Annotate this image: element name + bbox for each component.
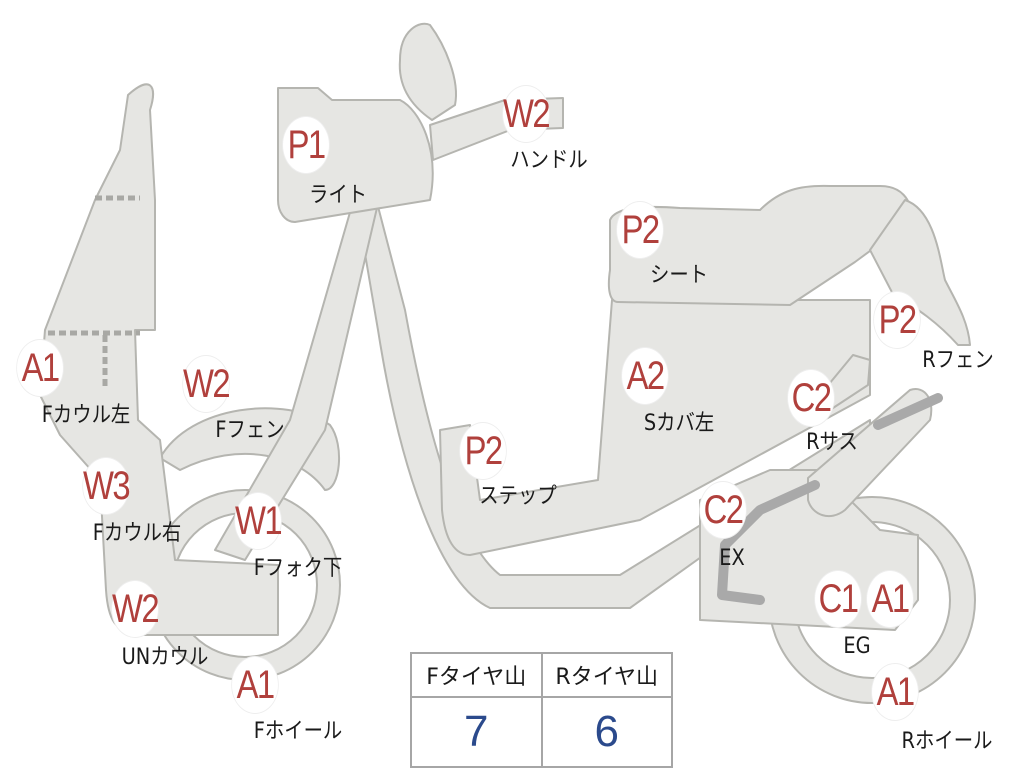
f-wheel-grade: A1 (232, 657, 278, 713)
r-suspension-grade: C2 (788, 370, 834, 426)
rear-tread-value: 6 (542, 697, 673, 767)
engine-grade-1: C1 (815, 571, 861, 627)
f-fork-lower-label: Fフォク下 (254, 558, 343, 580)
engine-grade-2: A1 (867, 571, 913, 627)
light-label: ライト (309, 185, 367, 207)
f-cowl-right-grade: W3 (83, 458, 129, 514)
f-fender-grade: W2 (183, 356, 229, 412)
f-fork-lower-grade: W1 (235, 493, 281, 549)
exhaust-label: EX (719, 548, 745, 570)
front-tread-value: 7 (411, 697, 542, 767)
f-wheel-label: Fホイール (254, 721, 343, 743)
exhaust-grade: C2 (700, 482, 746, 538)
light-grade: P1 (283, 117, 329, 173)
r-wheel-label: Rホイール (902, 731, 993, 753)
f-fender-label: Fフェン (215, 420, 284, 442)
tire-tread-table: Fタイヤ山 Rタイヤ山 7 6 (410, 652, 673, 768)
engine-label: EG (843, 636, 870, 658)
r-fender-grade: P2 (874, 292, 920, 348)
under-cowl-grade: W2 (112, 581, 158, 637)
front-tread-header: Fタイヤ山 (411, 653, 542, 697)
r-fender-label: Rフェン (922, 350, 994, 372)
s-cover-left-label: Sカバ左 (644, 413, 714, 435)
r-wheel-grade: A1 (872, 664, 918, 720)
f-cowl-right-label: Fカウル右 (93, 523, 182, 545)
r-suspension-label: Rサス (806, 432, 858, 454)
rear-tread-header: Rタイヤ山 (542, 653, 673, 697)
step-label: ステップ (479, 486, 556, 508)
f-cowl-left-grade: A1 (17, 340, 63, 396)
seat-grade: P2 (617, 202, 663, 258)
f-cowl-left-label: Fカウル左 (42, 405, 131, 427)
seat-label: シート (650, 265, 708, 287)
handle-label: ハンドル (510, 150, 587, 172)
s-cover-left-grade: A2 (622, 348, 668, 404)
step-grade: P2 (460, 423, 506, 479)
under-cowl-label: UNカウル (122, 647, 209, 669)
handle-grade: W2 (503, 86, 549, 142)
